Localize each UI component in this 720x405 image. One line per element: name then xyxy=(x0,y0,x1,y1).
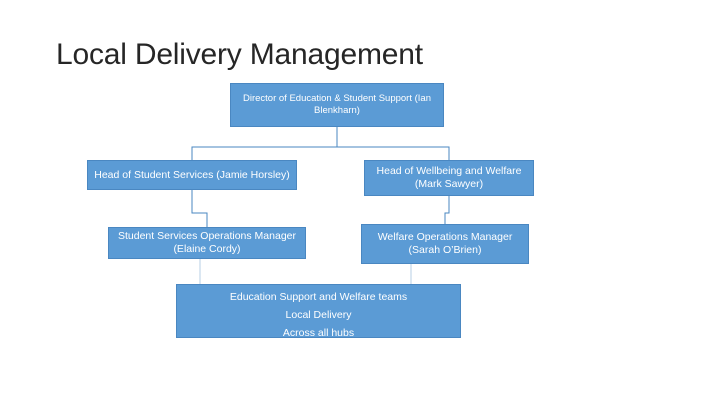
director-box: Director of Education & Student Support … xyxy=(230,83,444,127)
page-title: Local Delivery Management xyxy=(56,38,423,71)
student-services-ops-box: Student Services Operations Manager (Ela… xyxy=(108,227,306,259)
connector-wellbeing-to-ops xyxy=(444,196,450,224)
head-student-services-label: Head of Student Services (Jamie Horsley) xyxy=(94,168,290,181)
teams-line-1: Education Support and Welfare teams xyxy=(229,291,408,303)
teams-line-2: Local Delivery xyxy=(285,309,352,321)
welfare-ops-box: Welfare Operations Manager (Sarah O’Brie… xyxy=(361,224,529,264)
head-student-services-box: Head of Student Services (Jamie Horsley) xyxy=(87,160,297,190)
student-services-ops-label: Student Services Operations Manager (Ela… xyxy=(117,230,296,255)
connector-director-to-wellbeing xyxy=(337,146,450,160)
teams-line-3: Across all hubs xyxy=(282,327,355,339)
connector-director-to-heads xyxy=(191,127,338,160)
welfare-ops-label: Welfare Operations Manager (Sarah O’Brie… xyxy=(377,231,513,256)
director-label: Director of Education & Student Support … xyxy=(243,93,431,116)
teams-box: Education Support and Welfare teams Loca… xyxy=(176,284,461,339)
head-wellbeing-box: Head of Wellbeing and Welfare (Mark Sawy… xyxy=(364,160,534,196)
head-wellbeing-label: Head of Wellbeing and Welfare (Mark Sawy… xyxy=(376,165,522,190)
connector-student-services-to-ops xyxy=(191,190,208,227)
